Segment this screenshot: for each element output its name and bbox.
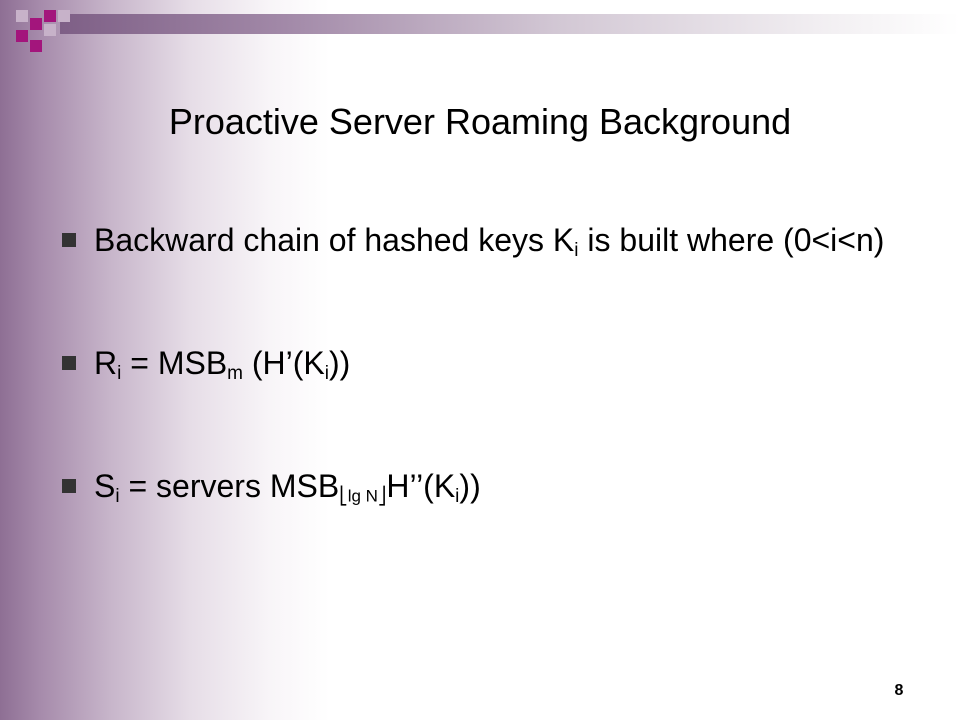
bullet-text: is built where (0<i<n) [578,222,885,258]
subscript: i [324,362,329,384]
header-bar [60,14,960,34]
bullet-text: R [94,344,118,381]
square-bullet-icon [62,478,76,493]
bullet-text: Backward chain of hashed keys K [94,222,575,258]
bullet-text: )) [328,344,351,381]
bullet-item-s-formula: Si = servers MSB⎣lg N⎦H’’(Ki)) [62,466,922,517]
page-number: 8 [894,682,904,699]
square-decoration-1 [16,10,28,22]
bullet-text: S [94,467,116,504]
square-bullet-icon [62,355,76,370]
square-decoration-7 [30,40,42,52]
slide-title: Proactive Server Roaming Background [168,101,792,142]
square-decoration-3 [44,10,56,22]
square-decoration-2 [30,18,42,30]
bullet-text: = MSB [121,344,228,381]
subscript: ⎣lg N⎦ [339,485,387,505]
square-decoration-5 [16,30,28,42]
square-decoration-6 [44,24,56,36]
square-bullet-icon [62,233,76,247]
bullet-text: )) [459,467,481,504]
square-decoration-4 [58,10,70,22]
bullet-list: Backward chain of hashed keys Ki is buil… [62,220,922,516]
bullet-item-hash-chain: Backward chain of hashed keys Ki is buil… [62,220,922,271]
subscript: i [574,239,579,261]
bullet-text: (H’(K [242,344,325,381]
subscript: m [227,362,243,384]
subscript: i [117,362,122,384]
bullet-text: H’’(K [386,467,456,504]
bullet-text: = servers MSB [119,467,340,504]
subscript: i [115,485,120,507]
subscript: i [455,485,460,507]
bullet-item-r-formula: Ri = MSBm (H’(Ki)) [62,343,922,394]
